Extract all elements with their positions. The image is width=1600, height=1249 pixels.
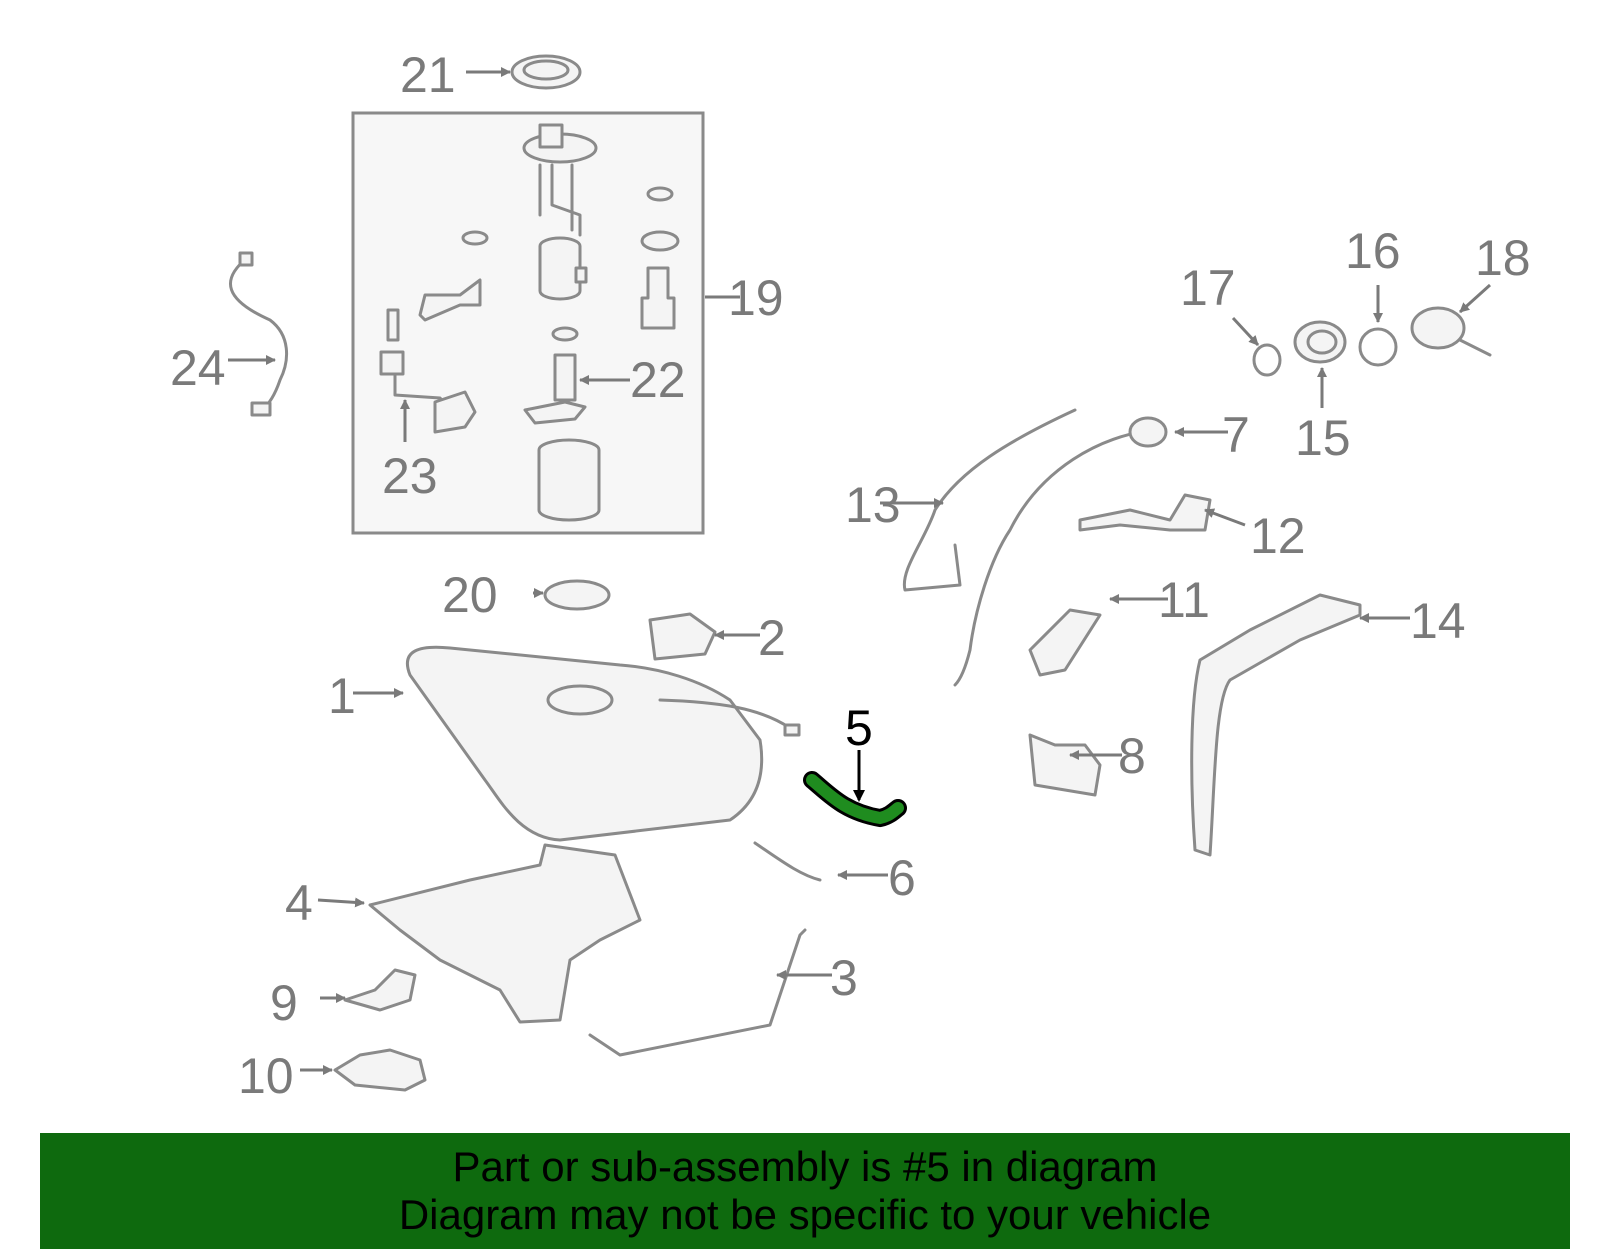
part-16-clip[interactable] xyxy=(1358,327,1398,367)
part-9-bracket[interactable] xyxy=(343,968,417,1012)
part-13-breather-pipe[interactable] xyxy=(902,408,1077,592)
part-8-holder[interactable] xyxy=(1028,733,1102,797)
part-3-tank-strap[interactable] xyxy=(588,928,807,1057)
callout-24: 24 xyxy=(170,340,226,396)
part-7-filler-pipe[interactable] xyxy=(953,428,1157,687)
callout-12: 12 xyxy=(1250,508,1306,564)
callout-18: 18 xyxy=(1475,230,1531,286)
part-2-bracket[interactable] xyxy=(648,612,717,661)
part-19-pump-components[interactable] xyxy=(379,123,680,522)
part-20-gasket[interactable] xyxy=(543,579,611,611)
info-banner: Part or sub-assembly is #5 in diagram Di… xyxy=(40,1133,1570,1249)
banner-line-disclaimer: Diagram may not be specific to your vehi… xyxy=(398,1191,1212,1238)
callout-5: 5 xyxy=(845,700,873,756)
part-10-bracket[interactable] xyxy=(333,1048,427,1092)
parts-diagram: 21 19 22 23 24 20 2 1 4 3 9 10 5 6 7 13 … xyxy=(170,47,1531,1104)
callout-23: 23 xyxy=(382,448,438,504)
part-12-bracket[interactable] xyxy=(1078,493,1212,532)
callout-9: 9 xyxy=(270,975,298,1031)
banner-line-part-number: Part or sub-assembly is #5 in diagram xyxy=(452,1143,1158,1190)
callout-13: 13 xyxy=(845,477,901,533)
callout-14: 14 xyxy=(1410,593,1466,649)
callout-19: 19 xyxy=(728,270,784,326)
callout-8: 8 xyxy=(1118,728,1146,784)
part-1-fuel-tank[interactable] xyxy=(406,645,801,842)
callout-21: 21 xyxy=(400,47,456,103)
part-24-wire-harness[interactable] xyxy=(229,251,289,417)
callout-1: 1 xyxy=(328,668,356,724)
callout-arrows xyxy=(228,67,1492,1075)
part-11-bracket[interactable] xyxy=(1028,608,1102,677)
callout-7: 7 xyxy=(1222,407,1250,463)
callout-2: 2 xyxy=(758,610,786,666)
callout-20: 20 xyxy=(442,567,498,623)
callout-17: 17 xyxy=(1180,260,1236,316)
callout-16: 16 xyxy=(1345,223,1401,279)
part-4-heat-shield[interactable] xyxy=(368,843,642,1024)
callout-11: 11 xyxy=(1158,572,1210,628)
callout-10: 10 xyxy=(238,1048,294,1104)
callout-22: 22 xyxy=(630,352,686,408)
part-17-ring[interactable] xyxy=(1252,343,1282,377)
callout-15: 15 xyxy=(1295,410,1351,466)
callout-3: 3 xyxy=(830,950,858,1006)
callout-6: 6 xyxy=(888,850,916,906)
part-18-fuel-cap[interactable] xyxy=(1410,306,1492,357)
part-15-filler-neck[interactable] xyxy=(1293,320,1347,364)
part-6-hose[interactable] xyxy=(753,841,822,882)
part-21-lock-ring[interactable] xyxy=(510,54,582,90)
part-14-protector[interactable] xyxy=(1190,593,1362,857)
callout-4: 4 xyxy=(285,875,313,931)
